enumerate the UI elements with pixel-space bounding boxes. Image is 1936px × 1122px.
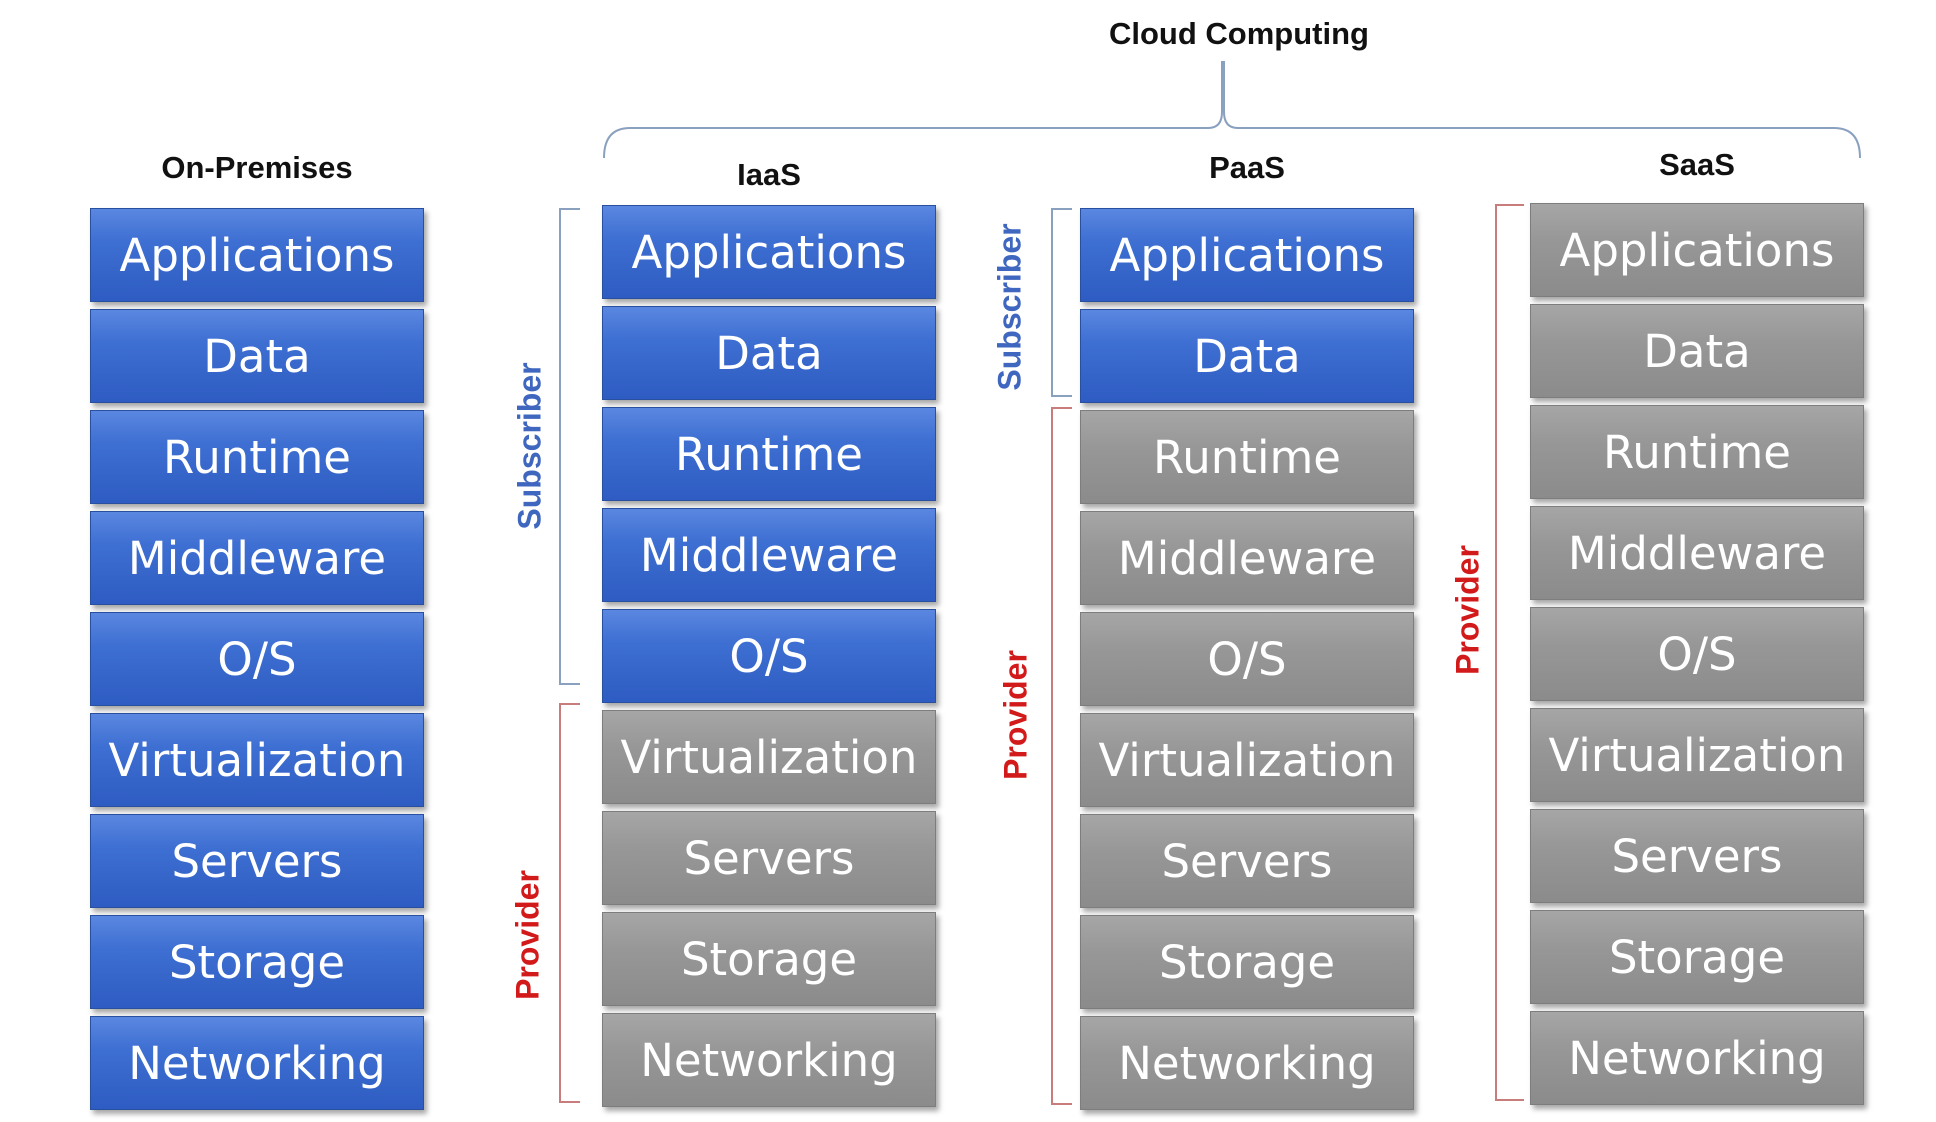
layer-storage: Storage	[1080, 915, 1414, 1009]
iaas-heading: IaaS	[737, 157, 801, 192]
cloud-computing-brace	[603, 61, 1861, 159]
layer-servers: Servers	[1530, 809, 1864, 903]
layer-storage: Storage	[602, 912, 936, 1006]
iaas-subscriber-bracket	[559, 208, 580, 685]
paas-subscriber-label: Subscriber	[991, 223, 1028, 391]
layer-virtualization: Virtualization	[1530, 708, 1864, 802]
layer-data: Data	[90, 309, 424, 403]
layer-storage: Storage	[1530, 910, 1864, 1004]
saas-heading: SaaS	[1659, 147, 1735, 182]
layer-o-s: O/S	[90, 612, 424, 706]
layer-middleware: Middleware	[90, 511, 424, 605]
layer-applications: Applications	[90, 208, 424, 302]
layer-runtime: Runtime	[602, 407, 936, 501]
layer-runtime: Runtime	[1080, 410, 1414, 504]
layer-runtime: Runtime	[90, 410, 424, 504]
layer-middleware: Middleware	[1080, 511, 1414, 605]
layer-storage: Storage	[90, 915, 424, 1009]
paas-subscriber-bracket	[1051, 208, 1072, 397]
saas-provider-label: Provider	[1449, 545, 1486, 675]
iaas-subscriber-label: Subscriber	[511, 362, 548, 530]
layer-networking: Networking	[1530, 1011, 1864, 1105]
layer-servers: Servers	[602, 811, 936, 905]
iaas-provider-bracket	[559, 703, 580, 1103]
layer-servers: Servers	[1080, 814, 1414, 908]
paas-provider-label: Provider	[997, 650, 1034, 780]
layer-data: Data	[602, 306, 936, 400]
layer-data: Data	[1080, 309, 1414, 403]
layer-servers: Servers	[90, 814, 424, 908]
layer-networking: Networking	[1080, 1016, 1414, 1110]
layer-applications: Applications	[602, 205, 936, 299]
iaas-provider-label: Provider	[509, 870, 546, 1000]
on-premises-heading: On-Premises	[161, 150, 353, 185]
layer-data: Data	[1530, 304, 1864, 398]
paas-heading: PaaS	[1209, 150, 1285, 185]
layer-networking: Networking	[602, 1013, 936, 1107]
layer-virtualization: Virtualization	[90, 713, 424, 807]
diagram-title: Cloud Computing	[1109, 16, 1369, 51]
layer-applications: Applications	[1530, 203, 1864, 297]
saas-provider-bracket	[1495, 204, 1524, 1101]
layer-middleware: Middleware	[1530, 506, 1864, 600]
paas-provider-bracket	[1051, 407, 1072, 1105]
layer-virtualization: Virtualization	[1080, 713, 1414, 807]
layer-o-s: O/S	[602, 609, 936, 703]
layer-middleware: Middleware	[602, 508, 936, 602]
layer-o-s: O/S	[1530, 607, 1864, 701]
layer-o-s: O/S	[1080, 612, 1414, 706]
layer-virtualization: Virtualization	[602, 710, 936, 804]
layer-runtime: Runtime	[1530, 405, 1864, 499]
layer-networking: Networking	[90, 1016, 424, 1110]
layer-applications: Applications	[1080, 208, 1414, 302]
